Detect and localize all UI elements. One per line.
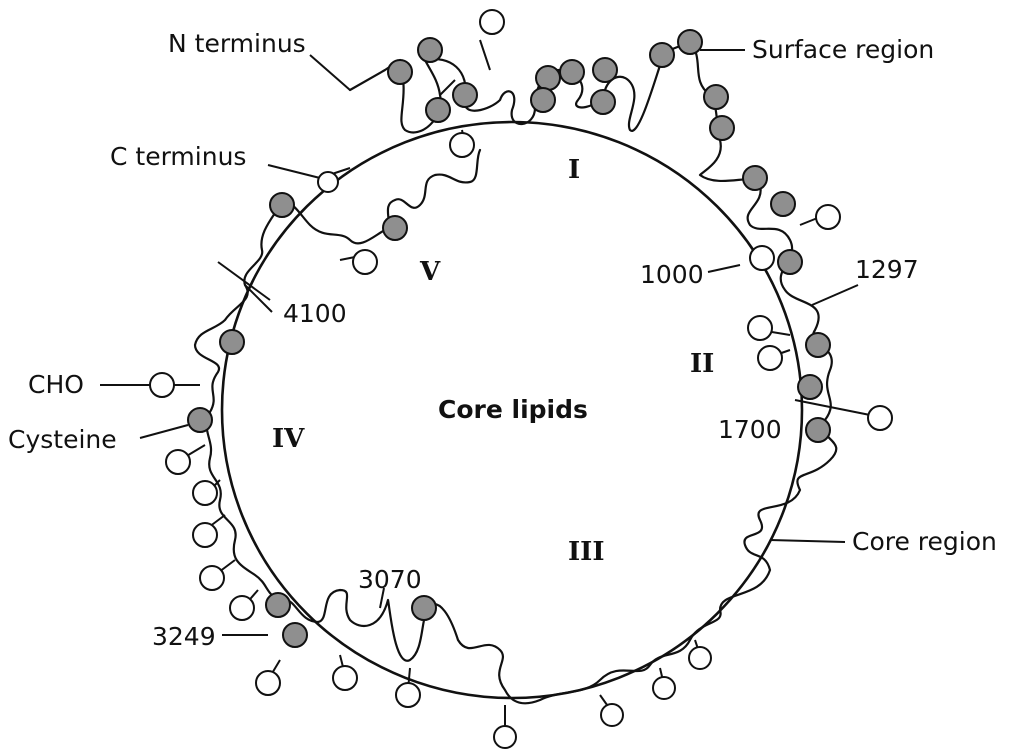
cho-dot (200, 566, 224, 590)
domain-label-1: I (568, 155, 580, 185)
cho-dot (150, 373, 174, 397)
cysteine-dot (283, 623, 307, 647)
cysteine-dot (560, 60, 584, 84)
cysteine-dot (650, 43, 674, 67)
label-core-lipids: Core lipids (438, 395, 588, 424)
domain-label-5: V (419, 257, 441, 287)
cysteine-dot (270, 193, 294, 217)
cysteine-dot (771, 192, 795, 216)
leader-1297 (812, 285, 858, 305)
cho-dot (758, 346, 782, 370)
cysteine-dot (536, 66, 560, 90)
cysteine-dot (806, 333, 830, 357)
residue-3070: 3070 (358, 565, 422, 594)
cho-dot (750, 246, 774, 270)
cho-dot (230, 596, 254, 620)
stalks (170, 40, 870, 735)
cysteine-dot (678, 30, 702, 54)
cysteine-dot (743, 166, 767, 190)
cysteine-dot (388, 60, 412, 84)
cysteine-dot (710, 116, 734, 140)
label-core-region: Core region (852, 527, 997, 556)
label-surface-region: Surface region (752, 35, 934, 64)
cysteine-dot (798, 375, 822, 399)
cho-dot (480, 10, 504, 34)
domain-label-3: III (568, 537, 605, 567)
residue-1700: 1700 (718, 415, 782, 444)
cysteine-dot (412, 596, 436, 620)
leader-n-terminus (310, 55, 350, 90)
domain-label-4: IV (272, 424, 305, 454)
cho-dot (256, 671, 280, 695)
cysteine-dot (593, 58, 617, 82)
cho-dot (396, 683, 420, 707)
protein-chain (195, 42, 836, 703)
cho-dot (193, 523, 217, 547)
tick-4100 (218, 262, 270, 300)
cysteine-dot (383, 216, 407, 240)
label-c-terminus: C terminus (110, 142, 246, 171)
residue-3249: 3249 (152, 622, 216, 651)
leader-core-region (770, 540, 845, 542)
leader-cysteine (140, 425, 188, 438)
cysteine-dot (426, 98, 450, 122)
cho-dot (494, 726, 516, 748)
cysteine-dot (266, 593, 290, 617)
leader-c-terminus (268, 165, 320, 178)
cho-dot (353, 250, 377, 274)
cysteine-dot (806, 418, 830, 442)
residue-1000: 1000 (640, 260, 704, 289)
cysteine-dot (591, 90, 615, 114)
domain-label-2: II (690, 349, 714, 379)
cysteine-dot (453, 83, 477, 107)
cho-dot (601, 704, 623, 726)
leader-1000 (708, 265, 740, 272)
label-cho: CHO (28, 370, 84, 399)
cho-dot (450, 133, 474, 157)
cho-dot (193, 481, 217, 505)
cysteine-dot (188, 408, 212, 432)
cysteine-dot (704, 85, 728, 109)
label-n-terminus: N terminus (168, 29, 306, 58)
cysteine-dot (531, 88, 555, 112)
cysteine-dot (220, 330, 244, 354)
residue-1297: 1297 (855, 255, 919, 284)
cho-dot (868, 406, 892, 430)
cho-dot (333, 666, 357, 690)
cysteine-dot (778, 250, 802, 274)
cysteine-dot (418, 38, 442, 62)
cho-dot (653, 677, 675, 699)
cho-dot (748, 316, 772, 340)
cho-dot (166, 450, 190, 474)
cho-dot (689, 647, 711, 669)
label-cysteine: Cysteine (8, 425, 117, 454)
cho-groups (150, 10, 892, 748)
cho-dot (318, 172, 338, 192)
residue-4100: 4100 (283, 299, 347, 328)
cho-dot (816, 205, 840, 229)
